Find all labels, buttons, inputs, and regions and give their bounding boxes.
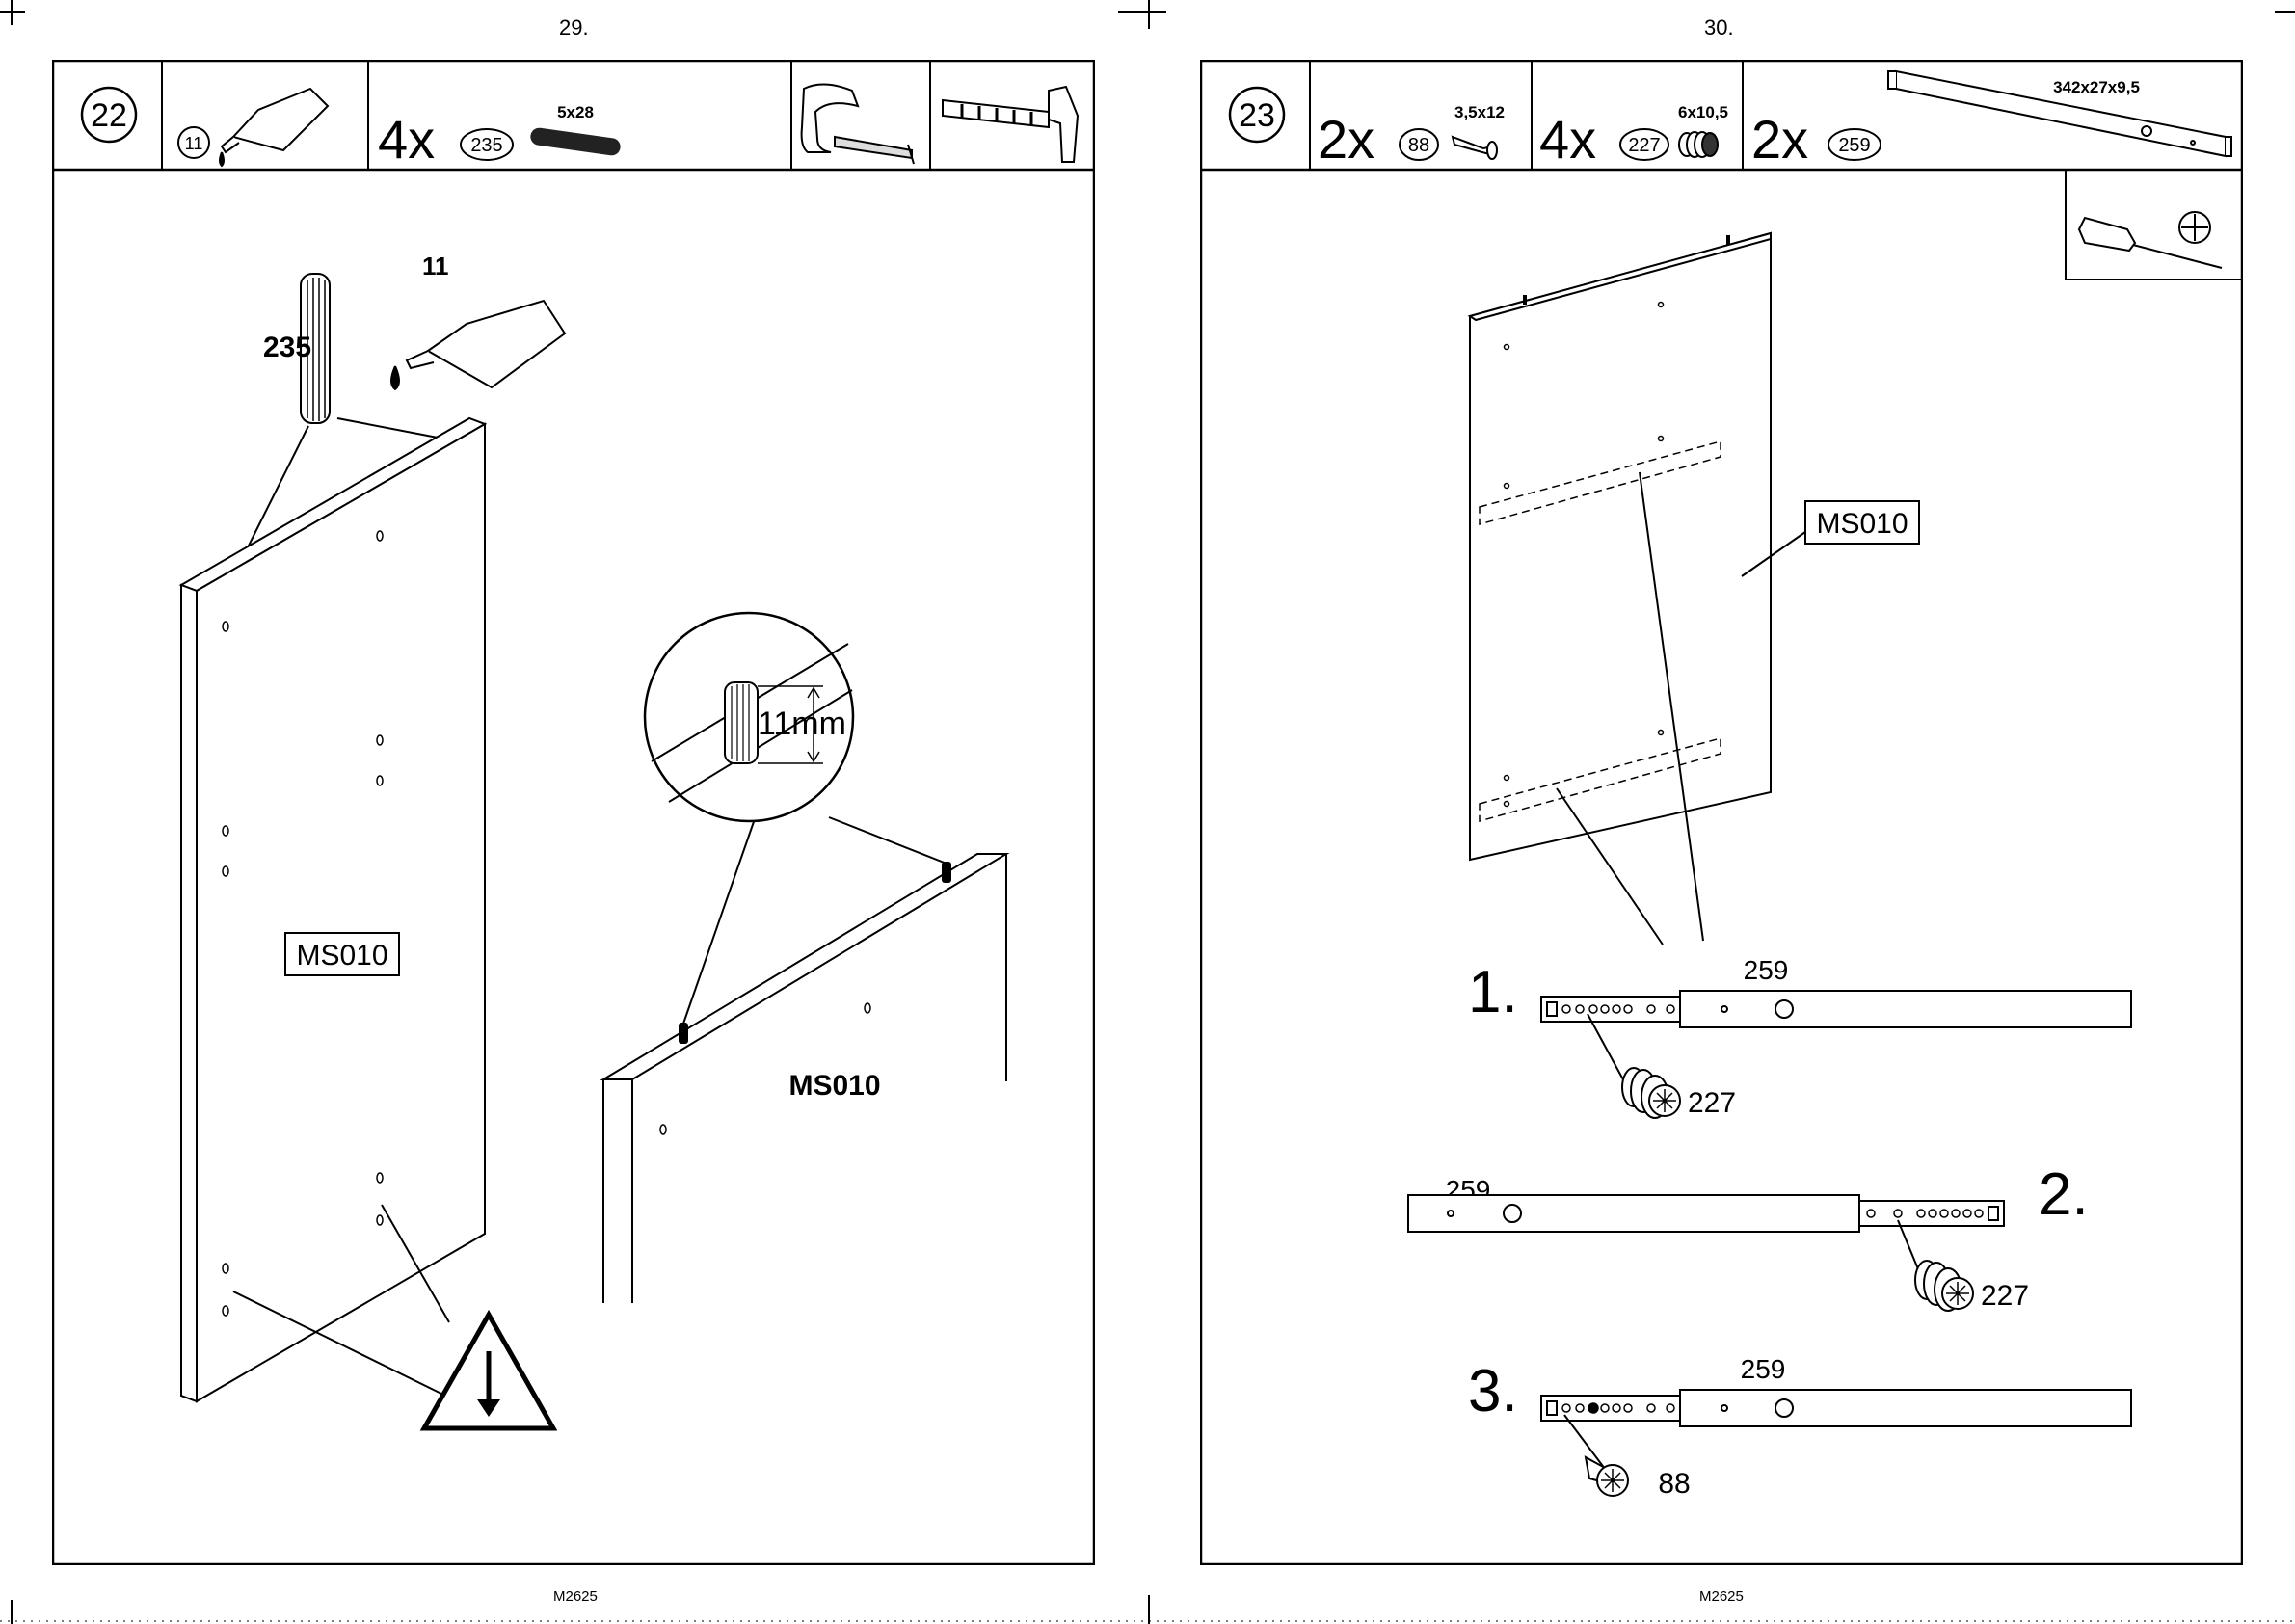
screw-icon: [1586, 1457, 1628, 1496]
panel-ms010: [1470, 233, 1771, 860]
glue-tube-icon: [391, 301, 565, 389]
euro-screw-qty: 4x: [1539, 109, 1596, 170]
step-number: 23: [1239, 97, 1275, 134]
euro-screw-size: 6x10,5: [1678, 103, 1728, 121]
glue-ref: 11: [185, 134, 203, 153]
substep-2: 259 2. 227: [1408, 1161, 2089, 1312]
dowel-ref: 235: [470, 135, 502, 156]
runner-ref: 259: [1838, 135, 1870, 156]
dowel-installed: [942, 862, 951, 883]
screw-88-qty: 2x: [1318, 109, 1374, 170]
euro-screw-icon: [1915, 1261, 1973, 1311]
screw-icon: [1453, 137, 1497, 159]
substep-1-number: 1.: [1468, 959, 1518, 1025]
substep-3-runner-label: 259: [1741, 1354, 1786, 1384]
substep-1-screw-label: 227: [1688, 1087, 1736, 1119]
substep-1-runner-label: 259: [1744, 955, 1789, 985]
substep-3: 3. 259 88: [1468, 1354, 2131, 1500]
panel-main-label: MS010: [296, 940, 387, 972]
dowel-qty: 4x: [378, 109, 435, 170]
hammer-icon: [943, 87, 1078, 162]
substep-2-number: 2.: [2039, 1161, 2089, 1228]
euro-screw-icon: [1622, 1068, 1680, 1118]
dowel-size: 5x28: [557, 103, 594, 121]
screw-88-size: 3,5x12: [1454, 103, 1505, 121]
dowel-installed: [679, 1023, 688, 1044]
screwdriver-icon: [2079, 212, 2222, 268]
footer-code-left: M2625: [553, 1588, 598, 1605]
glue-tube-icon: [220, 89, 328, 166]
runner-size: 342x27x9,5: [2053, 78, 2140, 96]
left-instruction-panel: 22 11 4x 235 5x28 235 11: [52, 60, 1095, 1565]
runner-qty: 2x: [1751, 109, 1808, 170]
wooden-dowel-icon: [529, 127, 622, 157]
dowel-label: 235: [263, 332, 311, 363]
screw-88-ref: 88: [1408, 135, 1429, 156]
panel-secondary-label: MS010: [788, 1070, 880, 1102]
footer-code-right: M2625: [1699, 1588, 1744, 1605]
panel-ms010-main: [181, 418, 485, 1401]
right-instruction-panel: 23 2x 88 3,5x12 4x 227 6x10,5 2x 259 342…: [1200, 60, 2243, 1565]
wooden-dowel-icon: [725, 682, 758, 763]
warning-triangle-icon: [424, 1315, 553, 1428]
detail-measure: 11mm: [758, 706, 846, 742]
page-number-right: 30.: [1704, 15, 1734, 40]
page-number-left: 29.: [559, 15, 589, 40]
substep-3-screw-label: 88: [1658, 1468, 1690, 1500]
substep-1: 1. 259 227: [1468, 955, 2131, 1119]
substep-3-number: 3.: [1468, 1358, 1518, 1424]
drawer-runner-icon: [1541, 991, 2131, 1027]
panel-label: MS010: [1816, 508, 1908, 540]
drawer-runner-icon: [1408, 1195, 2004, 1232]
euro-screw-icon: [1679, 132, 1718, 157]
step-number: 22: [91, 97, 127, 134]
glue-label: 11: [422, 252, 449, 280]
measuring-tape-icon: [802, 84, 914, 164]
euro-screw-ref: 227: [1628, 135, 1660, 156]
substep-2-screw-label: 227: [1981, 1280, 2029, 1312]
drawer-runner-icon: [1541, 1390, 2131, 1426]
